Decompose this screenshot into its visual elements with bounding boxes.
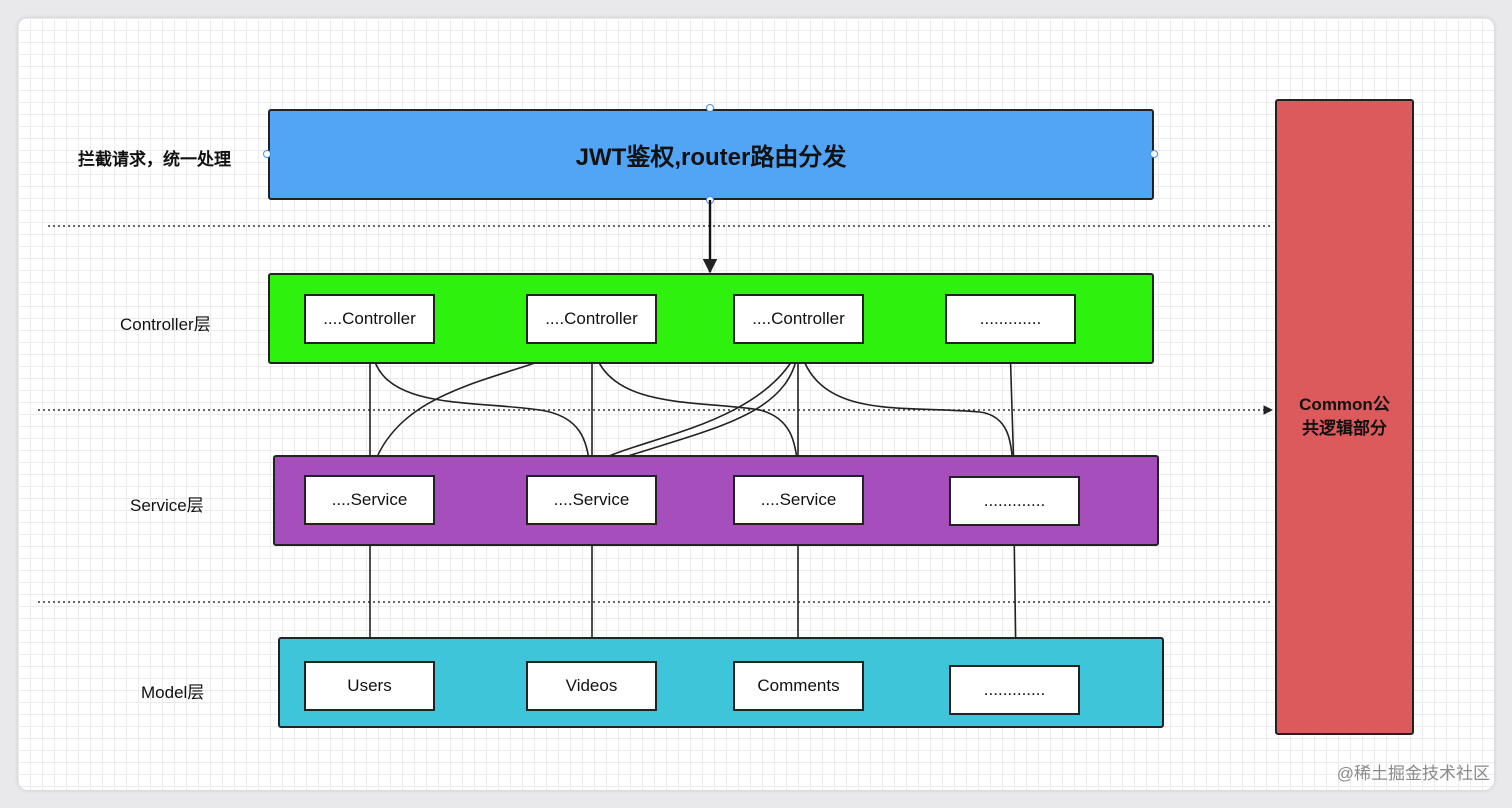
arrow-c3-s2 <box>591 349 799 470</box>
arrow-c2-s3 <box>593 349 803 471</box>
intercept-layer-label: 拦截请求，统一处理 <box>78 150 231 169</box>
arrow-c4-s4 <box>1008 343 1019 475</box>
common-logic-box[interactable]: Common公共逻辑部分 <box>1275 99 1414 735</box>
arrow-c1-s2 <box>371 349 595 471</box>
controller-box-1[interactable]: ....Controller <box>304 294 435 344</box>
common-logic-label: Common公共逻辑部分 <box>1299 395 1390 438</box>
service-box-4[interactable]: ............. <box>949 476 1080 526</box>
service-layer-label: Service层 <box>130 496 204 515</box>
controller-box-3[interactable]: ....Controller <box>733 294 864 344</box>
watermark: @稀土掘金技术社区 <box>1336 764 1490 783</box>
controller-box-4[interactable]: ............. <box>945 294 1076 344</box>
model-box-users[interactable]: Users <box>304 661 435 711</box>
jwt-router-label: JWT鉴权,router路由分发 <box>575 144 847 171</box>
service-box-1[interactable]: ....Service <box>304 475 435 525</box>
model-layer-label: Model层 <box>141 683 205 702</box>
selection-handle-left[interactable] <box>263 150 271 158</box>
controller-layer-label: Controller层 <box>120 315 211 334</box>
model-box-comments[interactable]: Comments <box>733 661 864 711</box>
service-box-3[interactable]: ....Service <box>733 475 864 525</box>
controller-box-2[interactable]: ....Controller <box>526 294 657 344</box>
service-box-2[interactable]: ....Service <box>526 475 657 525</box>
arrow-c3-s2b <box>591 349 799 467</box>
model-box-videos[interactable]: Videos <box>526 661 657 711</box>
model-box-4[interactable]: ............. <box>949 665 1080 715</box>
arrow-c3-s4 <box>799 349 1018 471</box>
selection-handle-right[interactable] <box>1150 150 1158 158</box>
selection-handle-top[interactable] <box>706 104 714 112</box>
